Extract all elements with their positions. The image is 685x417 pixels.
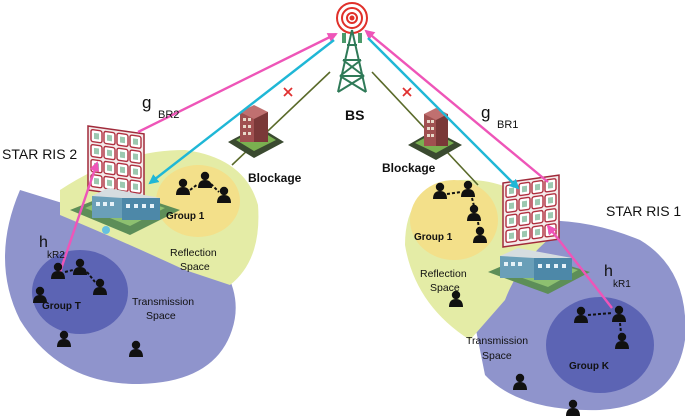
right-transmission-space-text: Transmission Space [466,335,528,362]
ris-links [58,29,613,309]
star-ris-1-label: STAR RIS 1 [606,203,681,219]
left-group1-halo [156,165,240,237]
right-groupk-users [574,305,629,349]
blockage-left-label: Blockage [248,171,302,185]
left-groupt-label: Group T [42,301,81,312]
left-transmission-line2: Space [146,310,176,322]
pink-link-ris2-groupt [58,161,100,273]
left-transmission-line1: Transmission [132,296,194,308]
right-transmission-line1: Transmission [466,335,528,347]
right-group1-label: Group 1 [414,232,453,243]
g-br2-label: g BR2 [142,93,179,121]
g-br1-sub: BR1 [497,119,518,131]
blocked-x-mark-left [283,87,293,97]
cyan-link-bs-ris2 [148,39,335,185]
left-reflection-line2: Space [180,261,210,273]
right-reflection-space-text: Reflection Space [420,268,467,294]
g-br1-label: g BR1 [481,103,518,131]
left-group1-users [176,171,231,203]
left-campus-building [70,188,180,235]
star-ris-1-panel [502,174,560,248]
blocked-x-mark-right [402,87,412,97]
left-reflection-space-text: Reflection Space [170,247,217,273]
left-transmission-space-text: Transmission Space [132,296,194,322]
pink-link-bs-ris2 [137,32,338,134]
g-br2-sub: BR2 [158,109,179,121]
star-ris-2-panel [87,125,145,199]
base-station-tower [336,2,368,93]
pink-link-bs-ris1 [364,29,549,183]
h-kr2-label: h kR2 [39,234,65,261]
h-kr1-sub: kR1 [613,279,631,290]
right-reflection-line1: Reflection [420,268,467,280]
left-reflection-line1: Reflection [170,247,217,259]
blockage-building-right [408,108,462,160]
g-br2-main: g [142,93,151,112]
bs-label: BS [345,107,364,123]
right-campus-building [488,248,590,294]
g-br1-main: g [481,103,490,122]
right-transmission-line2: Space [482,350,512,362]
blockage-building-left [228,105,284,158]
right-group1-users [433,180,487,243]
h-kr2-sub: kR2 [47,250,65,261]
pink-link-ris1-groupk [546,224,613,309]
right-groupk-zone [546,297,654,393]
cyan-link-bs-ris1 [367,37,520,190]
right-reflection-line2: Space [430,282,460,294]
star-ris-2-label: STAR RIS 2 [2,146,77,162]
left-groupt-users [51,258,107,295]
h-kr2-main: h [39,234,48,251]
right-groupk-label: Group K [569,361,610,372]
h-kr1-label: h kR1 [604,263,631,290]
left-group1-label: Group 1 [166,211,205,222]
h-kr1-main: h [604,263,613,280]
left-groupt-zone [32,250,128,334]
blockage-right-label: Blockage [382,161,436,175]
